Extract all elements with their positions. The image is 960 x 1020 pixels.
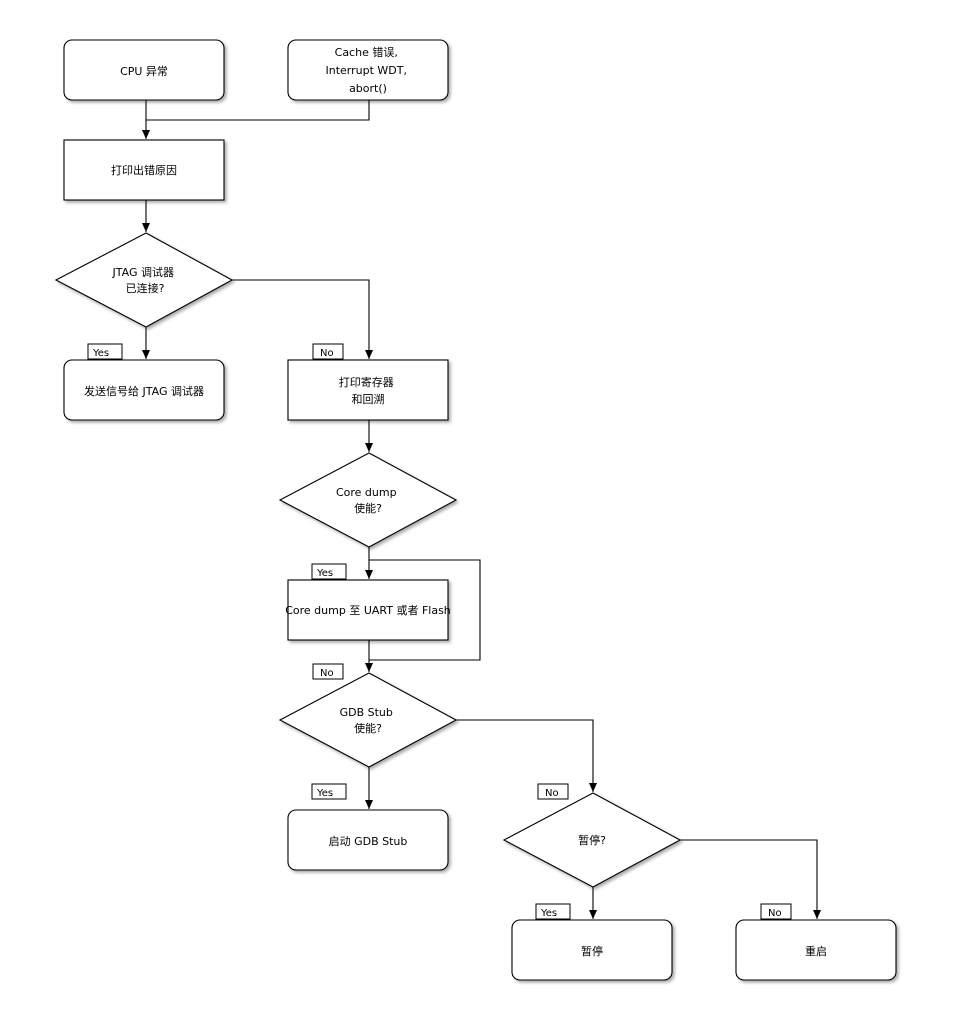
tag-halt-yes: Yes [535,903,571,920]
edge-errors-to-print [146,100,370,121]
node-halt: 暂停 [511,919,673,981]
decision-coredump-enabled: Core dump 使能? [278,452,458,548]
tag-gdb-yes: Yes [311,783,347,800]
decision-jtag-connected: JTAG 调试器 已连接? [54,232,234,328]
edge-halt-no [680,839,821,919]
node-label-line: 和回溯 [352,393,385,406]
tag-coredump-yes: Yes [311,563,347,580]
node-send-signal-jtag: 发送信号给 JTAG 调试器 [63,359,225,421]
node-label-line: 已连接? [126,282,165,295]
svg-text:发送信号给 JTAG 调试器: 发送信号给 JTAG 调试器 [84,384,204,398]
edges [142,100,821,919]
svg-text:Yes: Yes [92,348,109,359]
tag-gdb-no: No [537,783,569,800]
tag-halt-no: No [760,903,792,920]
svg-text:No: No [320,348,334,359]
svg-text:Yes: Yes [316,568,333,579]
node-print-registers: 打印寄存器 和回溯 [287,359,449,421]
svg-text:重启: 重启 [805,944,827,958]
node-label: 重启 [805,944,827,958]
node-label: 暂停 [581,944,603,958]
node-label: CPU 异常 [120,65,168,78]
node-label-line: 打印寄存器 [339,375,394,389]
svg-text:No: No [545,788,559,799]
node-label: 启动 GDB Stub [329,835,408,848]
tag-coredump-no: No [312,663,344,680]
tag-jtag-no: No [312,343,344,360]
svg-text:Core dump 使能?: Core dump 使能? [336,486,400,515]
svg-text:Yes: Yes [316,788,333,799]
node-print-reason: 打印出错原因 [63,139,225,201]
tag-jtag-yes: Yes [87,343,123,360]
node-reboot: 重启 [735,919,897,981]
node-label-line: 使能? [354,501,382,515]
edge-coredump-no-bypass [369,559,481,661]
svg-text:GDB Stub 使能?: GDB Stub 使能? [340,706,397,735]
svg-text:暂停: 暂停 [581,944,603,958]
decision-gdbstub-enabled: GDB Stub 使能? [278,672,458,768]
svg-text:No: No [320,668,334,679]
node-label-line: Interrupt WDT, [326,64,407,77]
node-other-errors: Cache 错误, Interrupt WDT, abort() [287,39,449,101]
svg-text:JTAG 调试器 已连接?: JTAG 调试器 已连接? [112,266,178,295]
svg-text:No: No [768,908,782,919]
svg-text:打印寄存器 和回溯: 打印寄存器 和回溯 [339,375,398,406]
svg-text:启动 GDB Stub: 启动 GDB Stub [329,835,408,848]
svg-text:Cache 错误, Interrupt WDT,: Cache 错误, Interrupt WDT, abort() [326,45,411,95]
node-label: 打印出错原因 [111,163,177,177]
node-label-line: JTAG 调试器 [112,266,174,279]
node-label-line: 使能? [354,721,382,735]
svg-text:打印出错原因: 打印出错原因 [111,163,177,177]
node-cpu-exception: CPU 异常 [63,39,225,101]
svg-text:Core dump 至 UART 或者 Flash: Core dump 至 UART 或者 Flash [285,604,451,617]
svg-text:暂停?: 暂停? [578,833,606,847]
node-label: Core dump 至 UART 或者 Flash [285,604,451,617]
node-start-gdbstub: 启动 GDB Stub [287,809,449,871]
node-label-line: abort() [349,82,387,95]
node-label-line: Core dump [336,486,397,499]
svg-text:Yes: Yes [540,908,557,919]
decision-halt: 暂停? [502,792,682,888]
svg-text:CPU 异常: CPU 异常 [120,65,168,78]
node-label-line: GDB Stub [340,706,393,719]
edge-jtag-no [232,279,373,359]
node-label: 暂停? [578,833,606,847]
node-label: 发送信号给 JTAG 调试器 [84,384,204,398]
node-coredump-to: Core dump 至 UART 或者 Flash [285,579,451,641]
node-label-line: Cache 错误, [335,45,398,59]
edge-gdb-no [456,719,597,792]
